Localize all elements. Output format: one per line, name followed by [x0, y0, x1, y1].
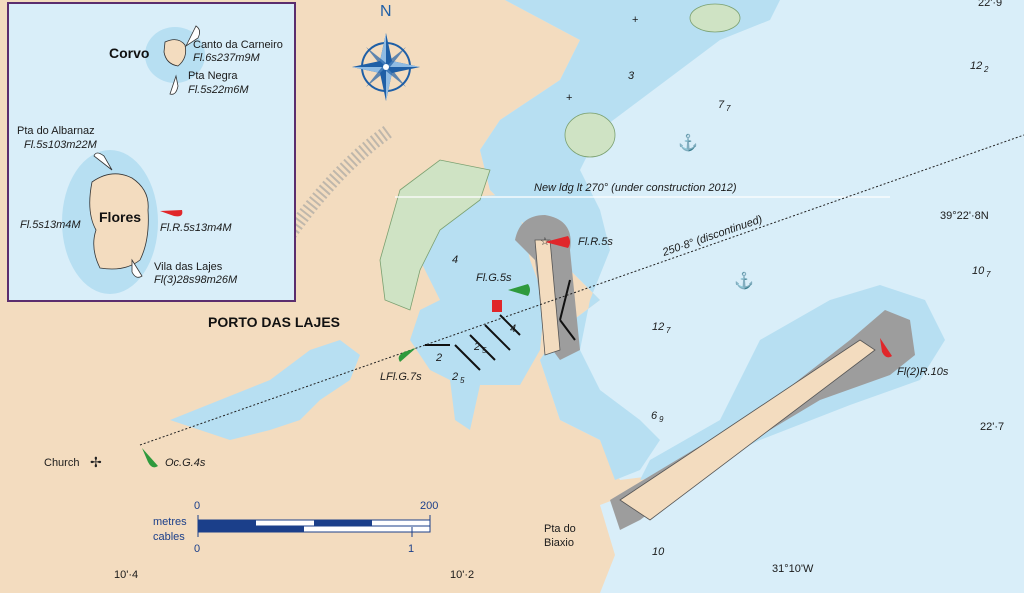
point-biaxio-line2: Biaxio — [544, 537, 574, 549]
rock-symbol: + — [566, 92, 572, 104]
lon-label: 10'·2 — [450, 569, 474, 581]
inset-island-flores: Flores — [99, 209, 141, 225]
inset-island-corvo: Corvo — [109, 45, 149, 61]
depth: 5 — [482, 346, 487, 355]
light-label-inner-pier: LFl.G.7s — [380, 371, 422, 383]
scale-cables-label: cables — [153, 531, 185, 543]
lon-label: 31°10'W — [772, 563, 814, 575]
compass-north-label: N — [380, 3, 392, 20]
green-islet-middle — [564, 112, 616, 158]
light-label-church: Oc.G.4s — [165, 457, 206, 469]
outer-pier — [619, 339, 876, 521]
church-label: Church — [44, 457, 79, 469]
lon-label: 10'·4 — [114, 569, 138, 581]
inner-channel — [170, 340, 360, 440]
depth: 10 — [652, 546, 665, 558]
scale-bar — [197, 515, 431, 537]
light-jetty[interactable] — [508, 284, 530, 296]
inset-light-char: Fl.R.5s13m4M — [160, 222, 232, 234]
depth: 6 — [651, 410, 658, 422]
scale-metres-tick: 200 — [420, 500, 438, 512]
inset-light-name: Canto da Carneiro — [193, 39, 283, 51]
rock-symbol: + — [632, 14, 638, 26]
light-inner-pier[interactable] — [398, 348, 416, 362]
inset-light-name: Pta do Albarnaz — [17, 125, 95, 137]
main-pier — [534, 239, 561, 356]
shallow-water — [480, 0, 780, 480]
anchor-icon: ⚓ — [734, 271, 754, 290]
depth: 2 — [983, 65, 989, 74]
inset-map — [7, 2, 296, 302]
bearing-line — [139, 134, 1024, 446]
lat-label-top: 22'·9 — [978, 0, 1002, 9]
pontoons — [425, 314, 521, 371]
depth: 7 — [718, 99, 725, 111]
jetty-lines — [559, 279, 576, 341]
depth: 7 — [986, 270, 991, 279]
depth: 10 — [972, 265, 985, 277]
scale-metres-label: metres — [153, 516, 187, 528]
green-islet-north — [689, 3, 741, 33]
depth: 2 — [451, 371, 458, 383]
anchor-icon: ⚓ — [678, 133, 698, 152]
light-label-outer-breakwater: Fl(2)R.10s — [897, 366, 949, 378]
beacon-red — [492, 300, 502, 312]
depth: 4 — [510, 323, 516, 335]
depth: 4 — [452, 254, 458, 266]
compass-rose — [352, 33, 420, 101]
inset-light-char: Fl.6s237m9M — [193, 52, 260, 64]
svg-text:☆: ☆ — [540, 236, 550, 248]
depth: 3 — [628, 70, 635, 82]
inset-light-char: Fl.5s13m4M — [20, 219, 81, 231]
inset-light-char: Fl.5s22m6M — [188, 84, 249, 96]
new-leading-light-label: New ldg lt 270° (under construction 2012… — [534, 182, 737, 194]
inset-light-name: Pta Negra — [188, 70, 238, 82]
inset-light-name: Vila das Lajes — [154, 261, 223, 273]
scale-cables-tick: 0 — [194, 543, 200, 555]
depth: 12 — [970, 60, 982, 72]
depth: 7 — [726, 104, 731, 113]
point-biaxio-line1: Pta do — [544, 523, 576, 535]
light-label-breakwater-head: Fl.R.5s — [578, 236, 613, 248]
depth: 12 — [652, 321, 664, 333]
scale-metres-tick: 0 — [194, 500, 200, 512]
scale-cables-tick: 1 — [408, 543, 414, 555]
depth: 5 — [460, 376, 465, 385]
inset-light-char: Fl.5s103m22M — [24, 139, 98, 151]
light-church[interactable] — [142, 448, 158, 468]
harbour-name: PORTO DAS LAJES — [208, 314, 340, 330]
light-outer-breakwater[interactable] — [880, 338, 892, 358]
depth: 9 — [659, 415, 664, 424]
light-label-jetty: Fl.G.5s — [476, 272, 512, 284]
harbour-basin — [410, 195, 545, 430]
depth: 2 — [435, 352, 442, 364]
light-breakwater-head[interactable]: ☆ — [540, 236, 570, 248]
inset-light-char: Fl(3)28s98m26M — [154, 274, 238, 286]
depth: 2 — [473, 341, 480, 353]
church-icon: ✢ — [90, 454, 102, 470]
lat-label: 22'·7 — [980, 421, 1004, 433]
depth: 7 — [666, 326, 671, 335]
lat-label: 39°22'·8N — [940, 210, 989, 222]
